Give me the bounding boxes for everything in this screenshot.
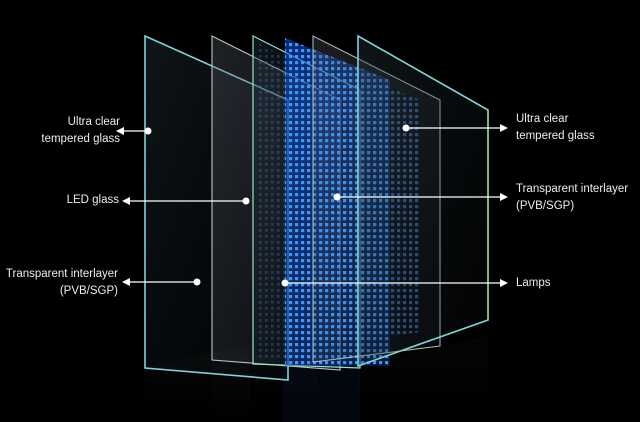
label-line: Ultra clear [516,113,569,125]
label-line: tempered glass [41,133,120,145]
label-line: Ultra clear [67,116,120,128]
label-line: Lamps [516,277,551,289]
label-left-transparent-interlayer: Transparent interlayer (PVB/SGP) [2,266,118,300]
rear-glass-panel [357,34,489,368]
label-line: tempered glass [516,130,595,142]
label-line: (PVB/SGP) [59,285,118,297]
label-right-lamps: Lamps [516,275,551,292]
label-line: LED glass [66,194,119,206]
label-left-ultra-clear-glass: Ultra clear tempered glass [20,114,120,148]
label-left-led-glass: LED glass [20,192,119,209]
label-line: (PVB/SGP) [516,200,575,212]
label-right-transparent-interlayer: Transparent interlayer (PVB/SGP) [516,181,628,215]
label-right-ultra-clear-glass: Ultra clear tempered glass [516,111,595,145]
leader-lines-left [116,127,250,286]
label-line: Transparent interlayer [5,268,118,280]
leader-lines-right [281,124,508,287]
label-line: Transparent interlayer [516,183,629,195]
